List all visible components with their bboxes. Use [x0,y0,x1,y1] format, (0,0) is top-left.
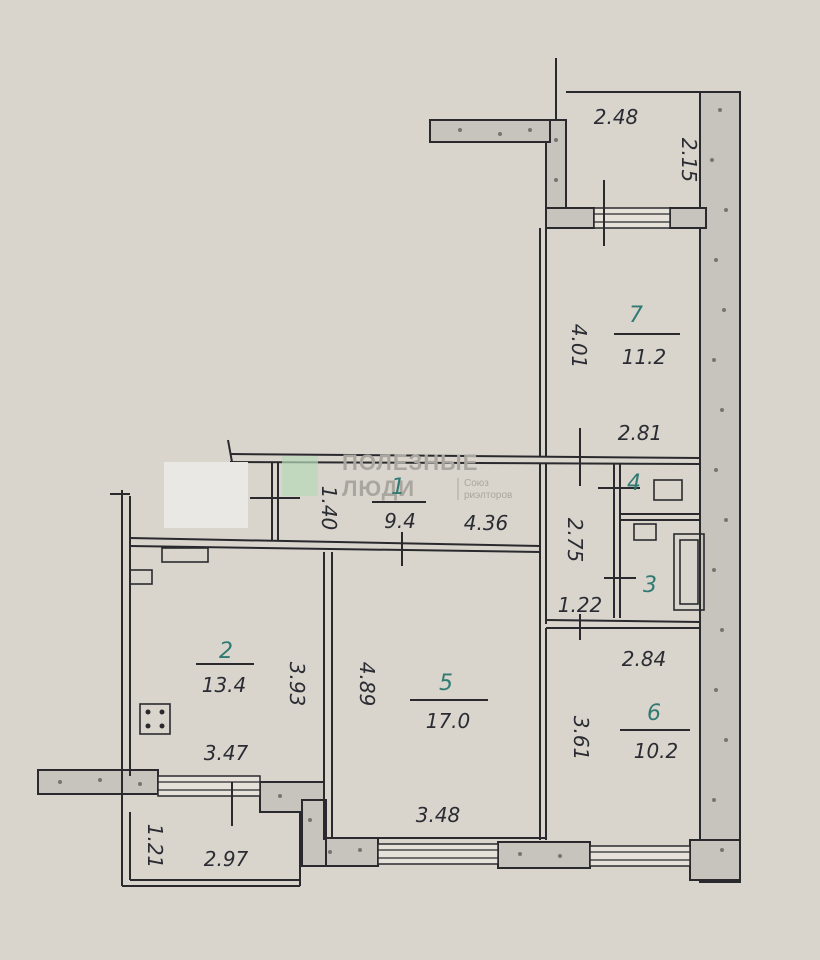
dim-room6-w: 2.84 [622,647,667,671]
toilet-icon [653,479,683,501]
bottom-wall-corner [689,839,741,881]
windows [157,207,691,867]
dim-balcony-bottom-w: 2.97 [204,847,249,871]
dim-room5-w: 3.48 [416,803,461,827]
room-7-number: 7 [629,303,643,328]
dim-room7-w: 2.81 [618,421,663,445]
dim-room6-h: 3.61 [569,716,593,761]
watermark-line2: ЛЮДИ [342,476,415,501]
watermark-small2: риэлторов [464,490,512,501]
room-5-number: 5 [439,671,453,696]
bottom-wall-seg2 [497,841,591,869]
dim-corridor-h: 2.75 [563,518,587,563]
dim-room7-h: 4.01 [567,324,591,369]
dim-room2-w: 3.47 [204,741,249,765]
dim-room2-h: 3.93 [285,662,309,707]
dim-balcony-top-h: 2.15 [677,138,701,183]
door-marks [231,180,640,826]
watermark-line1: ПОЛЕЗНЫЕ [342,450,478,475]
room-5-area: 17.0 [426,709,471,733]
kitchen-sink-icon [129,569,153,585]
dim-balcony-top-w: 2.48 [594,105,639,129]
dim-room1-h: 1.40 [317,486,341,531]
dim-room5-h: 4.89 [355,662,379,707]
room-2-number: 2 [219,639,233,664]
room-3-number: 3 [643,573,657,598]
heater-icon [161,547,209,563]
wall-dots [58,108,728,858]
room-1-area: 9.4 [384,509,416,533]
fixtures [129,479,705,735]
stove-icon [139,703,171,735]
dim-balcony-bottom-h: 1.21 [143,824,167,869]
room-6-number: 6 [647,701,661,726]
upper-entry-wall [429,119,551,143]
room-1-number: 1 [391,475,405,500]
room-7-area: 11.2 [622,345,667,369]
top-balcony-parapet-right [669,207,707,229]
dim-room1-w: 4.36 [464,511,509,535]
room-labels: 7 11.2 1 9.4 4 3 2 13.4 5 17.0 6 10.2 [196,303,690,763]
bottom-wall-left-post [301,799,327,867]
dimension-labels: 2.48 2.15 4.01 2.81 1.40 4.36 2.75 1.22 … [143,105,701,871]
watermark: ПОЛЕЗНЫЕ ЛЮДИ Союз риэлторов [342,450,512,501]
sink-icon [633,523,657,541]
room-4-number: 4 [627,471,641,496]
interior-partitions [110,58,701,887]
room-2-area: 13.4 [202,673,247,697]
watermark-small1: Союз [464,478,489,489]
top-balcony-parapet-left [545,207,595,229]
logo-mark [282,456,318,496]
redaction-patch [164,462,248,528]
bathtub-icon [673,533,705,611]
room-6-area: 10.2 [634,739,679,763]
dim-corridor-w: 1.22 [558,593,603,617]
